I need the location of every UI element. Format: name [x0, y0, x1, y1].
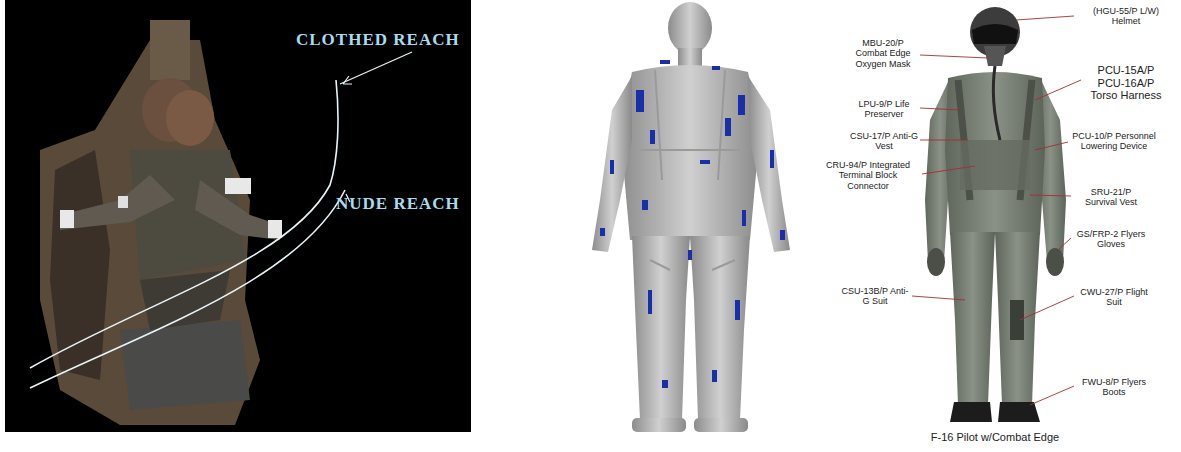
pilot-figure [925, 7, 1066, 422]
reach-label: NUDE REACH [336, 194, 468, 214]
part-label: PCU-10/P Personnel Lowering Device [1072, 131, 1156, 152]
scan-background [5, 0, 471, 432]
part-label: MBU-20/P Combat Edge Oxygen Mask [848, 38, 918, 69]
part-label: CRU-94/P Integrated Terminal Block Conne… [818, 160, 918, 191]
harness-folds [640, 70, 740, 270]
seat-scan [40, 20, 282, 425]
part-label: CSU-13B/P Anti-G Suit [840, 286, 910, 307]
reach-curves [30, 52, 412, 388]
part-label: CSU-17/P Anti-G Vest [850, 131, 918, 152]
part-label: LPU-9/P Life Preserver [850, 99, 918, 120]
part-label: CWU-27/P Flight Suit [1078, 287, 1150, 308]
figure-caption: F-16 Pilot w/Combat Edge [895, 431, 1095, 444]
part-label: GS/FRP-2 Flyers Gloves [1075, 229, 1147, 250]
body-scan [592, 2, 790, 432]
part-label: (HGU-55/P L/W) Helmet [1078, 6, 1174, 27]
part-label: SRU-21/P Survival Vest [1075, 187, 1147, 208]
scan-holes [600, 60, 785, 388]
part-label: FWU-8/P Flyers Boots [1078, 377, 1150, 398]
leader-lines [912, 16, 1081, 405]
reach-label: CLOTHED REACH [296, 30, 468, 50]
part-label: PCU-15A/P PCU-16A/P Torso Harness [1084, 64, 1168, 102]
